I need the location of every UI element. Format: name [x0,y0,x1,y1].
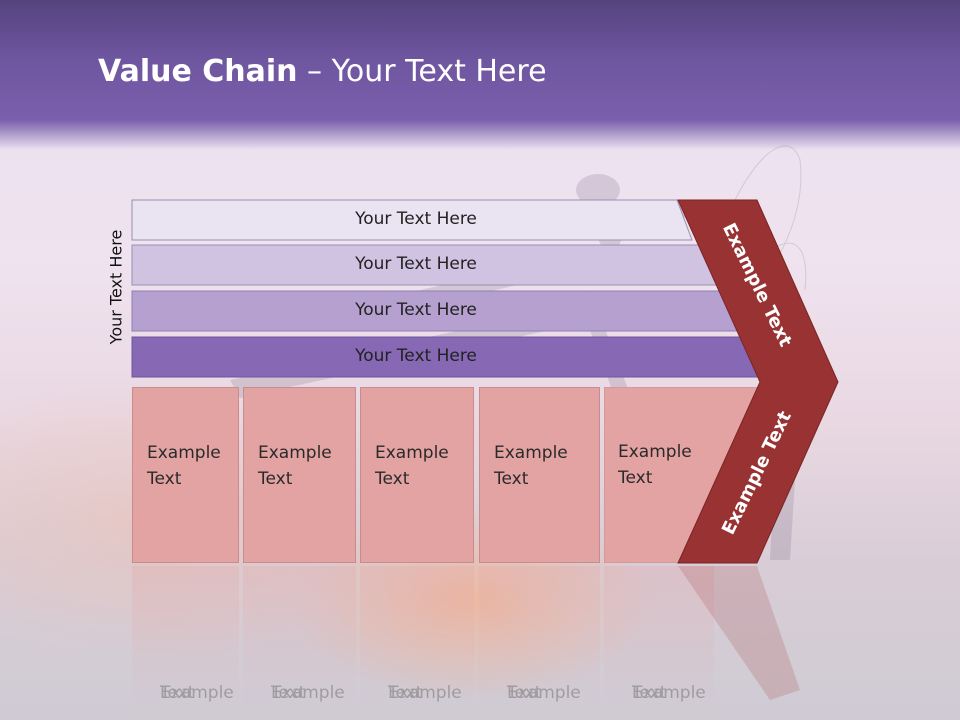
row-1-label: Your Text Here [355,209,477,229]
row-4-label: Your Text Here [355,346,477,366]
row-3-label: Your Text Here [355,300,477,320]
header-band [0,0,960,150]
row-2-label: Your Text Here [355,254,477,274]
box-5-shape [604,387,762,563]
page-title: Value Chain – Your Text Here [98,54,547,89]
